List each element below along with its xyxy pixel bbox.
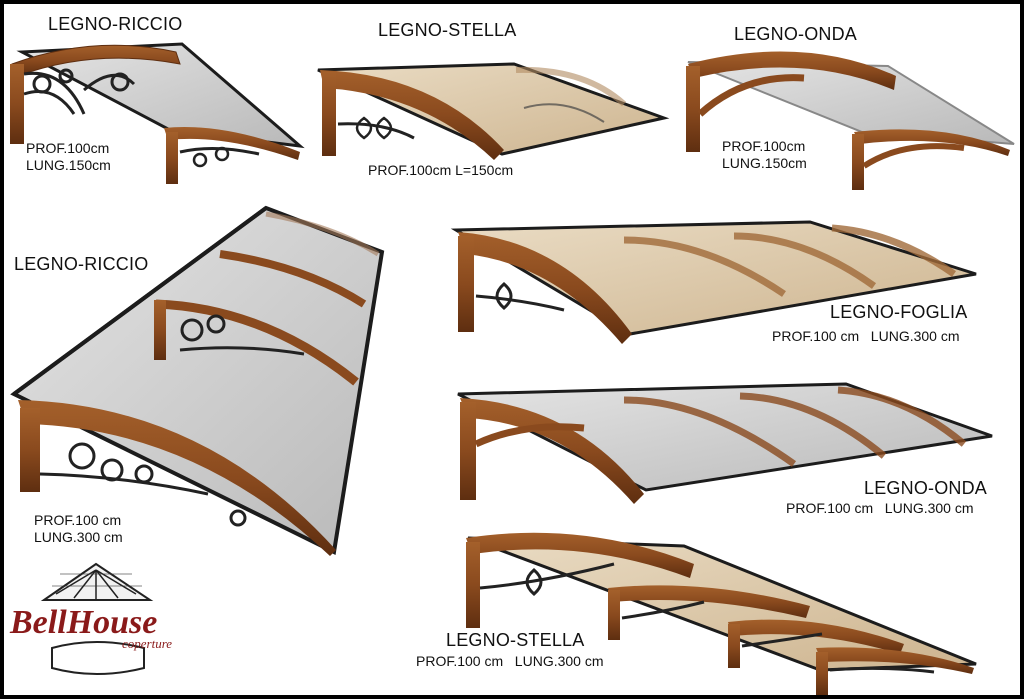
dims-onda-150-lung: LUNG.150cm: [722, 155, 807, 171]
canopy-riccio-300: [10, 205, 385, 556]
title-legno-riccio-300: LEGNO-RICCIO: [14, 254, 149, 274]
canopy-foglia-300: [450, 220, 977, 344]
title-legno-foglia-300: LEGNO-FOGLIA: [830, 302, 968, 322]
dims-onda-300: PROF.100 cm LUNG.300 cm: [786, 500, 974, 516]
catalog-sheet: LEGNO-RICCIO PROF.100cm LUNG.150cm LEGNO…: [4, 4, 1020, 695]
dims-stella-300: PROF.100 cm LUNG.300 cm: [416, 653, 604, 669]
dims-riccio-300-prof: PROF.100 cm: [34, 512, 122, 528]
canopy-illustrations: [10, 42, 1015, 695]
canopy-riccio-150: [10, 42, 305, 184]
title-legno-onda-300: LEGNO-ONDA: [864, 478, 988, 498]
canopy-onda-300: [457, 382, 993, 504]
canopy-stella-150: [317, 62, 670, 160]
canopy-onda-150: [686, 51, 1015, 190]
logo-brand: BellHouse: [10, 604, 158, 641]
dims-stella-150: PROF.100cm L=150cm: [368, 162, 514, 178]
dims-riccio-150-prof: PROF.100cm: [26, 140, 110, 156]
dims-riccio-300-lung: LUNG.300 cm: [34, 529, 123, 545]
dims-foglia-300: PROF.100 cm LUNG.300 cm: [772, 328, 960, 344]
title-legno-stella-150: LEGNO-STELLA: [378, 20, 517, 40]
canopy-stella-300: [466, 532, 977, 695]
title-legno-riccio-150: LEGNO-RICCIO: [48, 14, 183, 34]
dims-onda-150-prof: PROF.100cm: [722, 138, 806, 154]
logo-umbrella-icon: [40, 562, 154, 675]
dims-riccio-150-lung: LUNG.150cm: [26, 157, 111, 173]
title-legno-stella-300: LEGNO-STELLA: [446, 630, 585, 650]
logo-tagline: coperture: [122, 636, 173, 651]
title-legno-onda-150: LEGNO-ONDA: [734, 24, 858, 44]
